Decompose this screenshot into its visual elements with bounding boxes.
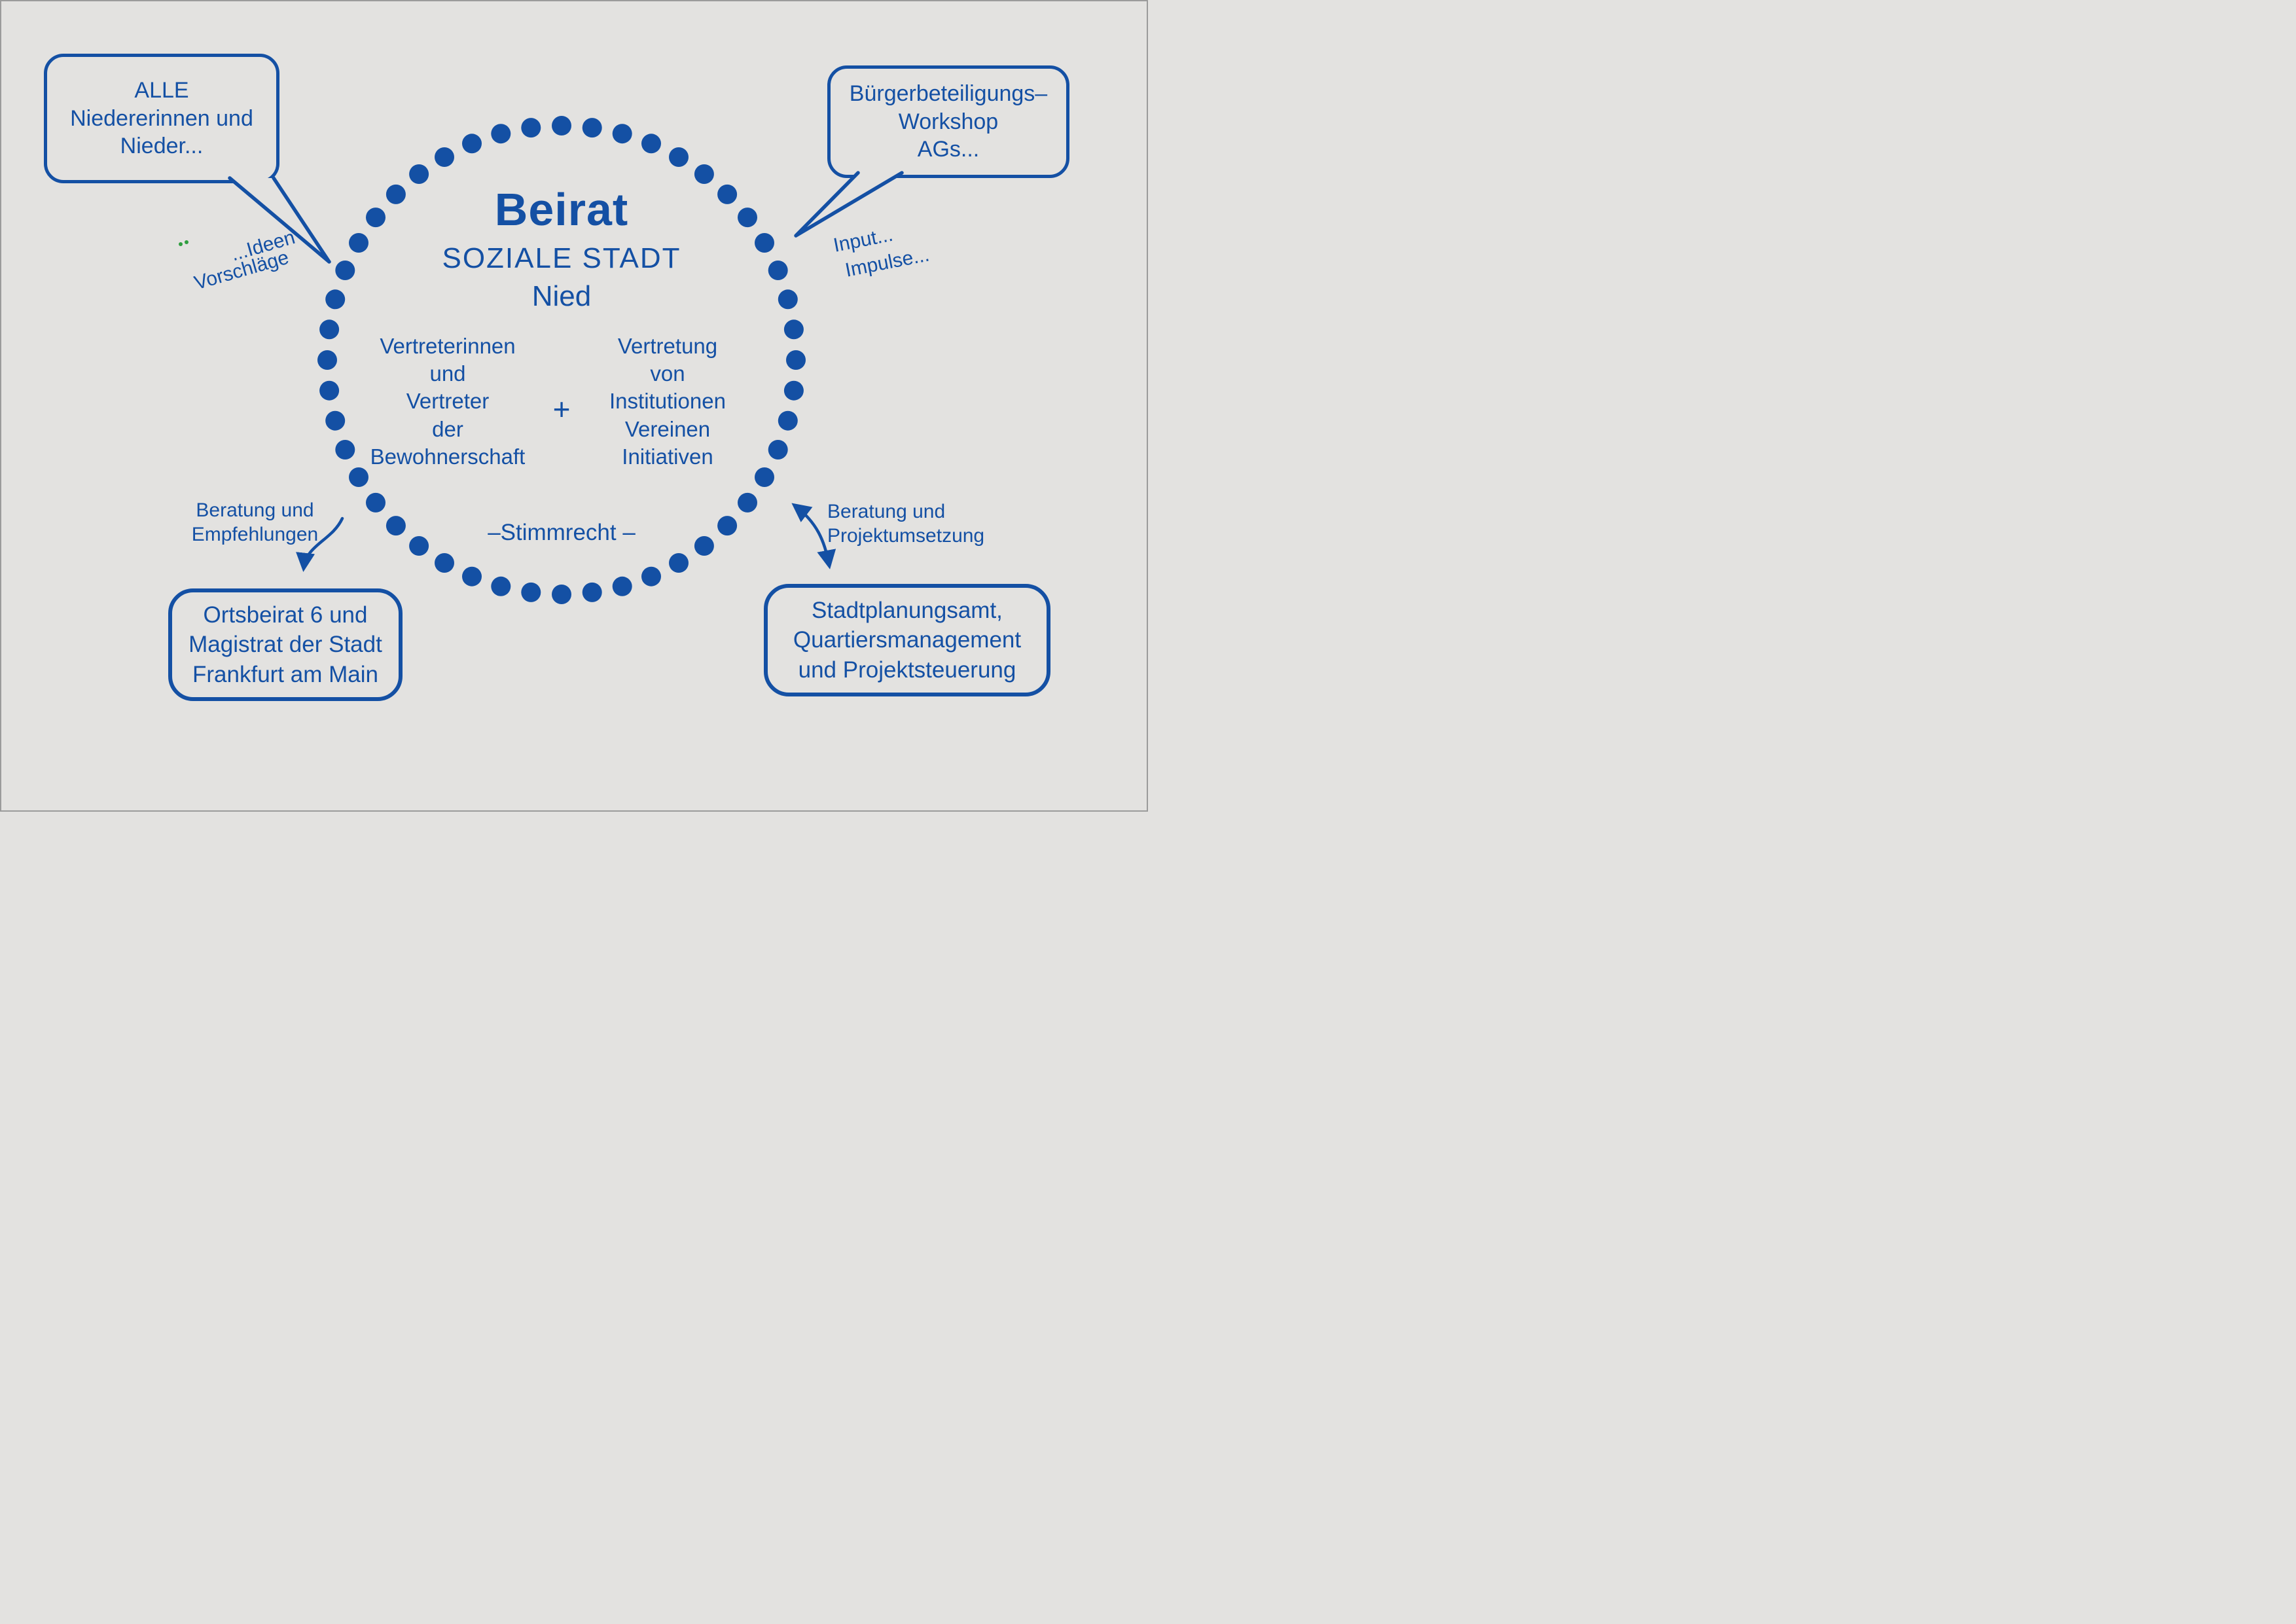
ring-dot [778, 410, 798, 431]
text-line: Vereinen [624, 416, 711, 441]
green-speck-dots [179, 240, 188, 246]
ring-dot [738, 208, 757, 228]
text-line: Bürgerbeteiligungs– [849, 81, 1048, 107]
text-line: Magistrat der Stadt [188, 632, 382, 658]
ring-dot [491, 124, 511, 144]
ring-dot [366, 208, 386, 228]
text-line: Quartiersmanagement [793, 627, 1022, 653]
center-title: Beirat [494, 184, 629, 235]
text-line: von [650, 361, 685, 386]
ring-dot [738, 492, 757, 513]
ring-dot [409, 536, 429, 556]
text-line: AGs... [917, 137, 980, 162]
ring-dot [783, 319, 804, 340]
text-line: und Projektsteuerung [798, 657, 1016, 683]
ring-dot [325, 289, 346, 310]
ring-dot [491, 576, 511, 596]
text-line: Bewohnerschaft [370, 444, 526, 469]
ring-dot [552, 116, 571, 135]
ring-dot [641, 134, 661, 154]
ring-dot [335, 261, 355, 280]
text-line: Beratung und [827, 501, 946, 522]
ring-dot [317, 350, 337, 370]
text-line: Nieder... [120, 134, 204, 159]
speech-bubble-all-residents: ALLE Niedererinnen und Nieder... [44, 54, 279, 183]
text-line: Niedererinnen und [70, 105, 253, 131]
speech-bubble-all-residents-text: ALLE Niedererinnen und Nieder... [70, 77, 253, 160]
diagram-canvas: Beirat SOZIALE STADT Nied Vertreterinnen… [0, 0, 1148, 812]
ring-dot [435, 147, 454, 167]
ring-dot [778, 289, 798, 310]
ring-dot [319, 319, 340, 340]
ring-dot [319, 380, 340, 401]
text-line: Projektumsetzung [827, 524, 985, 547]
ring-dot [717, 516, 738, 536]
ring-dot [669, 147, 689, 167]
ring-dot [462, 566, 482, 586]
text-line: Beratung und [196, 499, 314, 521]
ring-dot [694, 164, 714, 184]
ring-dot [582, 582, 602, 602]
institutions-column: Vertretung von Institutionen Vereinen In… [563, 333, 772, 471]
label-beratung-empfehlungen: Beratung und Empfehlungen [185, 499, 325, 547]
text-line: Ortsbeirat 6 und [203, 602, 368, 628]
text-line: Vertretung [617, 334, 718, 358]
ring-dot [582, 118, 602, 138]
ring-dot [386, 516, 406, 536]
text-line: ALLE [134, 78, 189, 103]
center-subtitle: SOZIALE STADT [442, 242, 681, 274]
ring-dot [521, 118, 541, 138]
ring-dot [783, 380, 804, 401]
speech-bubble-workshops: Bürgerbeteiligungs– Workshop AGs... [827, 65, 1069, 178]
plus-sign: + [552, 392, 571, 426]
ring-dot [768, 261, 788, 280]
text-line: Stadtplanungsamt, [812, 597, 1003, 623]
text-line: Vertreter [406, 389, 490, 414]
text-line: Vertreterinnen [380, 334, 516, 358]
ring-dot [409, 164, 429, 184]
box-ortsbeirat: Ortsbeirat 6 und Magistrat der Stadt Fra… [168, 588, 403, 701]
box-stadtplanungsamt-text: Stadtplanungsamt, Quartiersmanagement un… [793, 596, 1021, 685]
ring-dot [612, 576, 632, 596]
center-subtitle-nied: Nied [531, 280, 592, 312]
arrow-beratung-projektumsetzung [791, 503, 836, 569]
text-line: Institutionen [609, 389, 726, 414]
text-line: Initiativen [622, 444, 713, 469]
ring-dot [755, 233, 774, 253]
text-line: Empfehlungen [191, 523, 319, 545]
label-beratung-projektumsetzung: Beratung und Projektumsetzung [827, 500, 997, 548]
text-line: Frankfurt am Main [192, 661, 378, 687]
ring-dot [786, 350, 806, 370]
speech-bubble-workshops-text: Bürgerbeteiligungs– Workshop AGs... [850, 80, 1047, 164]
ring-dot [552, 585, 571, 604]
ring-dot [349, 233, 368, 253]
ring-dot [435, 553, 454, 573]
ring-dot [694, 536, 714, 556]
residents-column: Vertreterinnen und Vertreter der Bewohne… [340, 333, 556, 471]
ring-dot [612, 124, 632, 144]
ring-dot [641, 566, 661, 586]
voting-rights-note: –Stimmrecht – [488, 520, 636, 545]
box-ortsbeirat-text: Ortsbeirat 6 und Magistrat der Stadt Fra… [188, 600, 382, 690]
text-line: und [429, 361, 466, 386]
box-stadtplanungsamt: Stadtplanungsamt, Quartiersmanagement un… [764, 584, 1050, 696]
ring-dot [366, 492, 386, 513]
text-line: der [432, 416, 463, 441]
text-line: Workshop [898, 109, 999, 134]
ring-dot [669, 553, 689, 573]
ring-dot [462, 134, 482, 154]
ring-dot [521, 582, 541, 602]
